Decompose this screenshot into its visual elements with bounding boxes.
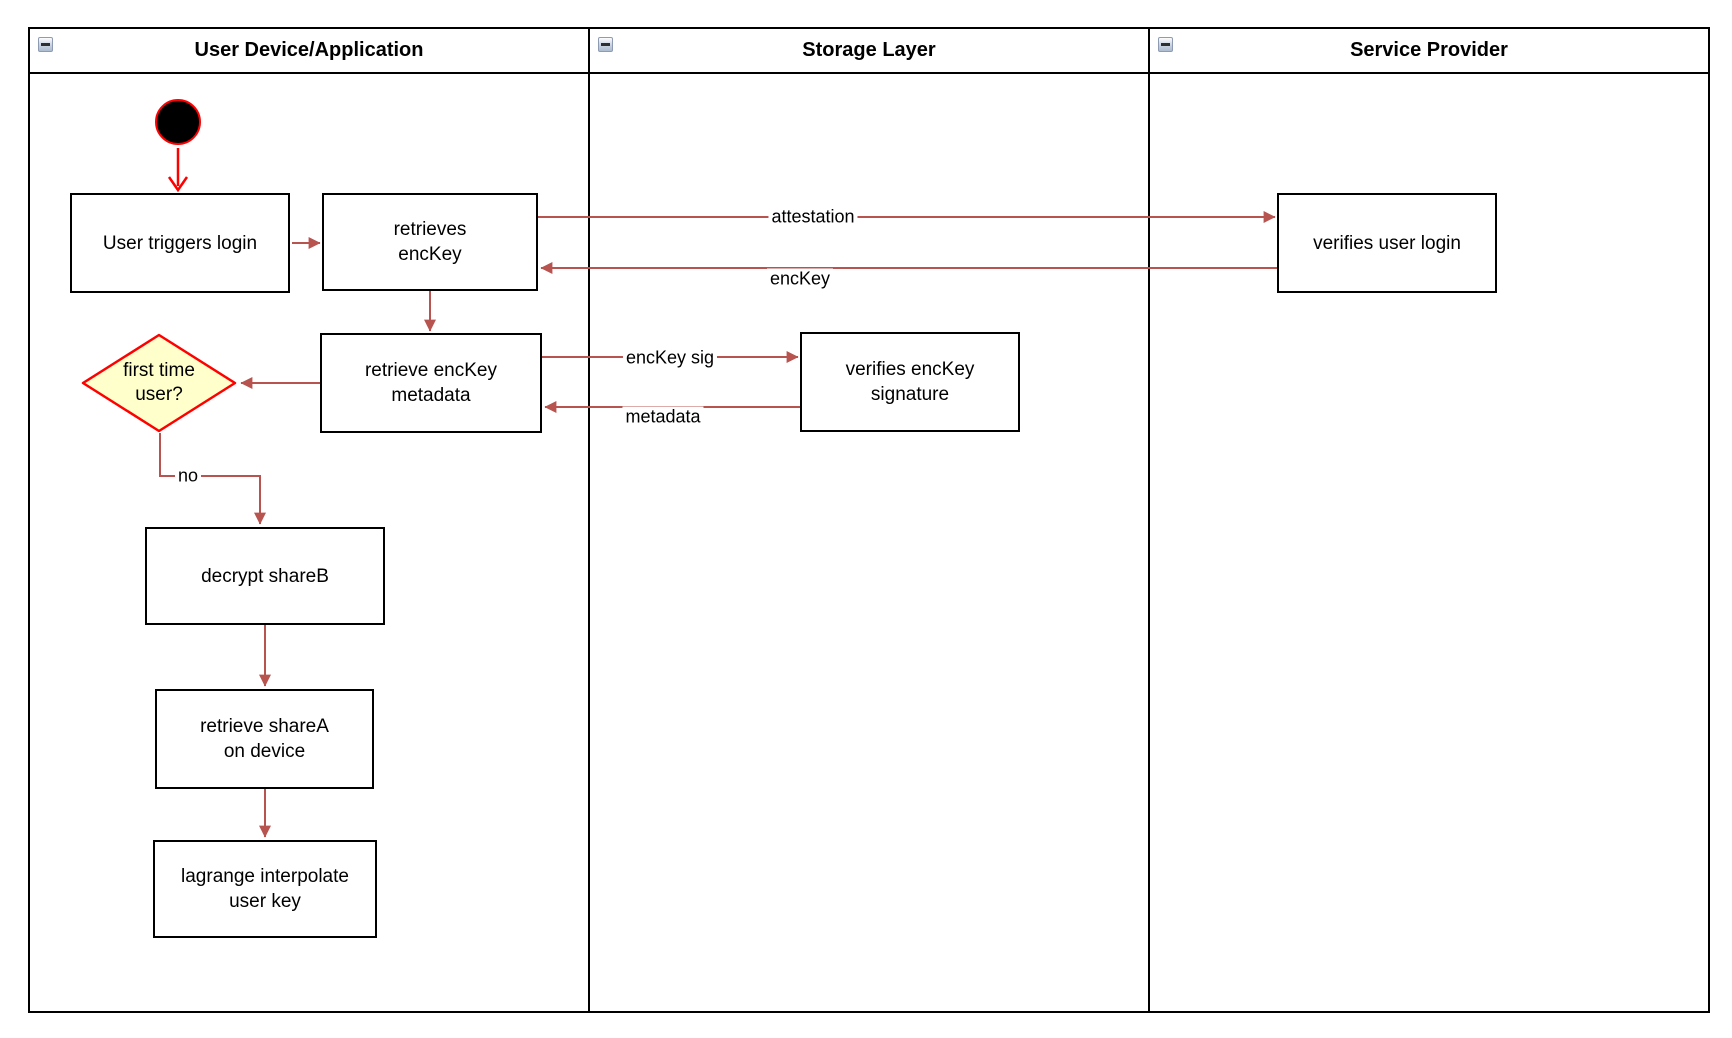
edge-label-metadata: metadata <box>622 406 704 428</box>
collapse-lane-icon[interactable] <box>38 37 53 52</box>
lane-header-storage-layer[interactable]: Storage Layer <box>590 29 1148 74</box>
activity-retrieves-enckey[interactable]: retrieves encKey <box>322 193 538 291</box>
activity-lagrange-interpolate[interactable]: lagrange interpolate user key <box>153 840 377 938</box>
lane-title: User Device/Application <box>194 39 424 61</box>
collapse-lane-icon[interactable] <box>598 37 613 52</box>
decision-first-time-user[interactable]: first time user? <box>80 333 238 433</box>
activity-retrieve-sharea[interactable]: retrieve shareA on device <box>155 689 374 789</box>
lane-user-device: User Device/Application <box>30 29 588 1011</box>
minus-glyph <box>601 43 610 46</box>
activity-user-triggers-login[interactable]: User triggers login <box>70 193 290 293</box>
start-node[interactable] <box>155 99 201 145</box>
activity-verifies-enckey-signature[interactable]: verifies encKey signature <box>800 332 1020 432</box>
activity-retrieve-enckey-metadata[interactable]: retrieve encKey metadata <box>320 333 542 433</box>
lane-title: Service Provider <box>1350 39 1508 61</box>
lane-header-service-provider[interactable]: Service Provider <box>1150 29 1708 74</box>
lane-storage-layer: Storage Layer <box>588 29 1148 1011</box>
swimlane-pool: User Device/Application Storage Layer Se… <box>28 27 1710 1013</box>
edge-label-attestation: attestation <box>768 206 858 228</box>
edge-label-no: no <box>174 465 202 487</box>
activity-verifies-user-login[interactable]: verifies user login <box>1277 193 1497 293</box>
collapse-lane-icon[interactable] <box>1158 37 1173 52</box>
activity-decrypt-shareb[interactable]: decrypt shareB <box>145 527 385 625</box>
minus-glyph <box>41 43 50 46</box>
edge-label-enckey-sig: encKey sig <box>622 347 718 369</box>
lane-header-user-device[interactable]: User Device/Application <box>30 29 588 74</box>
edge-label-enckey: encKey <box>766 268 834 290</box>
lane-service-provider: Service Provider <box>1148 29 1708 1011</box>
decision-label: first time user? <box>123 360 195 405</box>
lane-title: Storage Layer <box>802 39 936 61</box>
minus-glyph <box>1161 43 1170 46</box>
diamond-shape <box>81 333 237 433</box>
